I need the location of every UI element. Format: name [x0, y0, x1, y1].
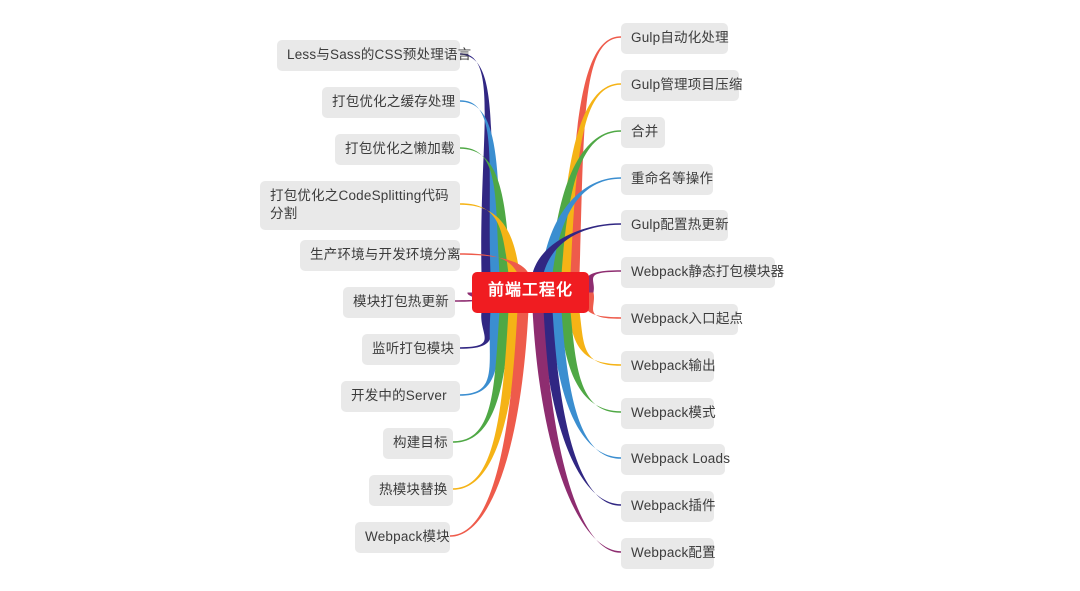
branch-curve-left-9 [453, 312, 520, 490]
mindmap-node-left-0[interactable]: Less与Sass的CSS预处理语言 [277, 40, 471, 71]
branch-curve-right-2 [550, 130, 621, 273]
mindmap-node-right-1[interactable]: Gulp管理项目压缩 [621, 70, 742, 101]
mindmap-node-left-6[interactable]: 监听打包模块 [362, 334, 460, 365]
branch-curve-left-1 [460, 100, 502, 273]
mindmap-node-left-2[interactable]: 打包优化之懒加载 [335, 134, 460, 165]
branch-curve-right-1 [559, 83, 621, 273]
mindmap-node-left-10[interactable]: Webpack模块 [355, 522, 450, 553]
mindmap-node-right-2[interactable]: 合并 [621, 117, 665, 148]
mindmap-node-right-4[interactable]: Gulp配置热更新 [621, 210, 729, 241]
branch-curve-left-7 [460, 312, 502, 396]
mindmap-node-right-9[interactable]: Webpack Loads [621, 444, 730, 475]
root-node[interactable]: 前端工程化 [472, 272, 589, 313]
branch-curve-right-9 [550, 312, 621, 459]
mindmap-node-right-3[interactable]: 重命名等操作 [621, 164, 713, 195]
mindmap-node-left-9[interactable]: 热模块替换 [369, 475, 453, 506]
branch-curve-left-3 [460, 203, 520, 273]
branch-curve-right-10 [541, 312, 621, 506]
mindmap-node-right-0[interactable]: Gulp自动化处理 [621, 23, 729, 54]
branch-curve-left-0 [460, 53, 493, 274]
branch-curve-right-4 [532, 223, 621, 273]
mindmap-node-right-10[interactable]: Webpack插件 [621, 491, 716, 522]
mindmap-node-left-4[interactable]: 生产环境与开发环境分离 [300, 240, 461, 271]
branch-curve-right-8 [559, 312, 621, 413]
branch-curve-left-10 [450, 312, 529, 537]
branch-curve-right-0 [568, 36, 621, 274]
mindmap-node-left-5[interactable]: 模块打包热更新 [343, 287, 455, 318]
branch-curve-left-4 [460, 253, 529, 273]
mindmap-node-right-8[interactable]: Webpack模式 [621, 398, 716, 429]
mindmap-node-right-11[interactable]: Webpack配置 [621, 538, 716, 569]
mindmap-node-right-7[interactable]: Webpack输出 [621, 351, 716, 382]
mindmap-node-right-5[interactable]: Webpack静态打包模块器 [621, 257, 784, 288]
mindmap-node-left-7[interactable]: 开发中的Server [341, 381, 460, 412]
branch-curve-right-7 [568, 312, 621, 366]
branch-curve-left-2 [460, 147, 511, 273]
mindmap-node-left-3[interactable]: 打包优化之CodeSplitting代码分割 [260, 181, 460, 230]
branch-curve-right-3 [541, 177, 621, 273]
mindmap-node-right-6[interactable]: Webpack入口起点 [621, 304, 743, 335]
branch-curve-left-8 [453, 312, 511, 443]
mindmap-node-left-1[interactable]: 打包优化之缓存处理 [322, 87, 460, 118]
branch-curve-left-6 [460, 312, 493, 349]
branch-curve-right-11 [532, 312, 621, 553]
mindmap-node-left-8[interactable]: 构建目标 [383, 428, 453, 459]
